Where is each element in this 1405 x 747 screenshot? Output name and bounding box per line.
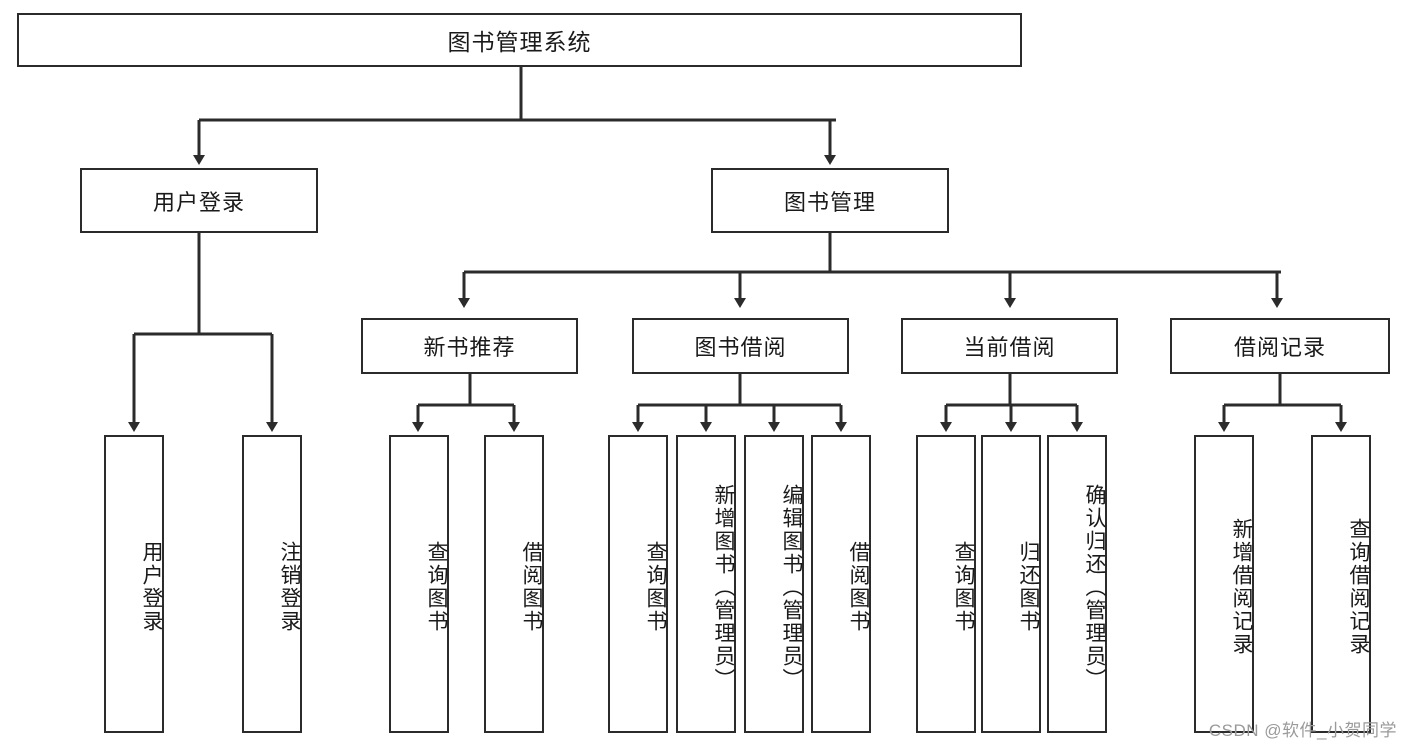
- node-label: 新增借阅记录: [1230, 518, 1253, 656]
- node-label: 查询图书: [952, 541, 975, 633]
- node-label: 当前借阅: [963, 335, 1056, 360]
- leaf-recommend-query-book[interactable]: 查询图书: [389, 435, 449, 733]
- node-label: 用户登录: [140, 541, 163, 633]
- leaf-user-login-logout[interactable]: 注销登录: [242, 435, 302, 733]
- node-label: 用户登录: [152, 189, 245, 215]
- leaf-borrow-query-book[interactable]: 查询图书: [608, 435, 668, 733]
- node-current-borrow[interactable]: 当前借阅: [901, 318, 1118, 374]
- node-label: 借阅图书: [520, 541, 543, 633]
- node-label: 归还图书: [1017, 541, 1040, 633]
- leaf-borrow-edit-book-admin[interactable]: 编辑图书（管理员）: [744, 435, 804, 733]
- node-label: 借阅图书: [847, 541, 870, 633]
- node-book-borrow[interactable]: 图书借阅: [632, 318, 849, 374]
- node-label: 图书管理: [783, 189, 876, 215]
- node-label: 图书借阅: [694, 335, 787, 360]
- node-label: 确认归还（管理员）: [1083, 483, 1106, 691]
- leaf-record-query-record[interactable]: 查询借阅记录: [1311, 435, 1371, 733]
- node-label: 编辑图书（管理员）: [780, 483, 803, 691]
- leaf-record-add-record[interactable]: 新增借阅记录: [1194, 435, 1254, 733]
- leaf-recommend-borrow-book[interactable]: 借阅图书: [484, 435, 544, 733]
- node-user-login[interactable]: 用户登录: [80, 168, 318, 233]
- leaf-current-query-book[interactable]: 查询图书: [916, 435, 976, 733]
- node-label: 新增图书（管理员）: [712, 483, 735, 691]
- node-new-book-recommend[interactable]: 新书推荐: [361, 318, 578, 374]
- node-label: 查询图书: [425, 541, 448, 633]
- leaf-borrow-add-book-admin[interactable]: 新增图书（管理员）: [676, 435, 736, 733]
- node-label: 注销登录: [278, 541, 301, 633]
- node-label: 图书管理系统: [447, 29, 592, 55]
- node-root-system[interactable]: 图书管理系统: [17, 13, 1022, 67]
- watermark: CSDN @软件_小贺同学: [1208, 721, 1397, 740]
- node-book-management[interactable]: 图书管理: [711, 168, 949, 233]
- leaf-borrow-borrow-book[interactable]: 借阅图书: [811, 435, 871, 733]
- node-label: 查询图书: [644, 541, 667, 633]
- node-label: 查询借阅记录: [1347, 518, 1370, 656]
- node-label: 借阅记录: [1233, 335, 1326, 360]
- leaf-current-confirm-return-admin[interactable]: 确认归还（管理员）: [1047, 435, 1107, 733]
- node-borrow-record[interactable]: 借阅记录: [1170, 318, 1390, 374]
- node-label: 新书推荐: [423, 335, 516, 360]
- leaf-current-return-book[interactable]: 归还图书: [981, 435, 1041, 733]
- leaf-user-login-login[interactable]: 用户登录: [104, 435, 164, 733]
